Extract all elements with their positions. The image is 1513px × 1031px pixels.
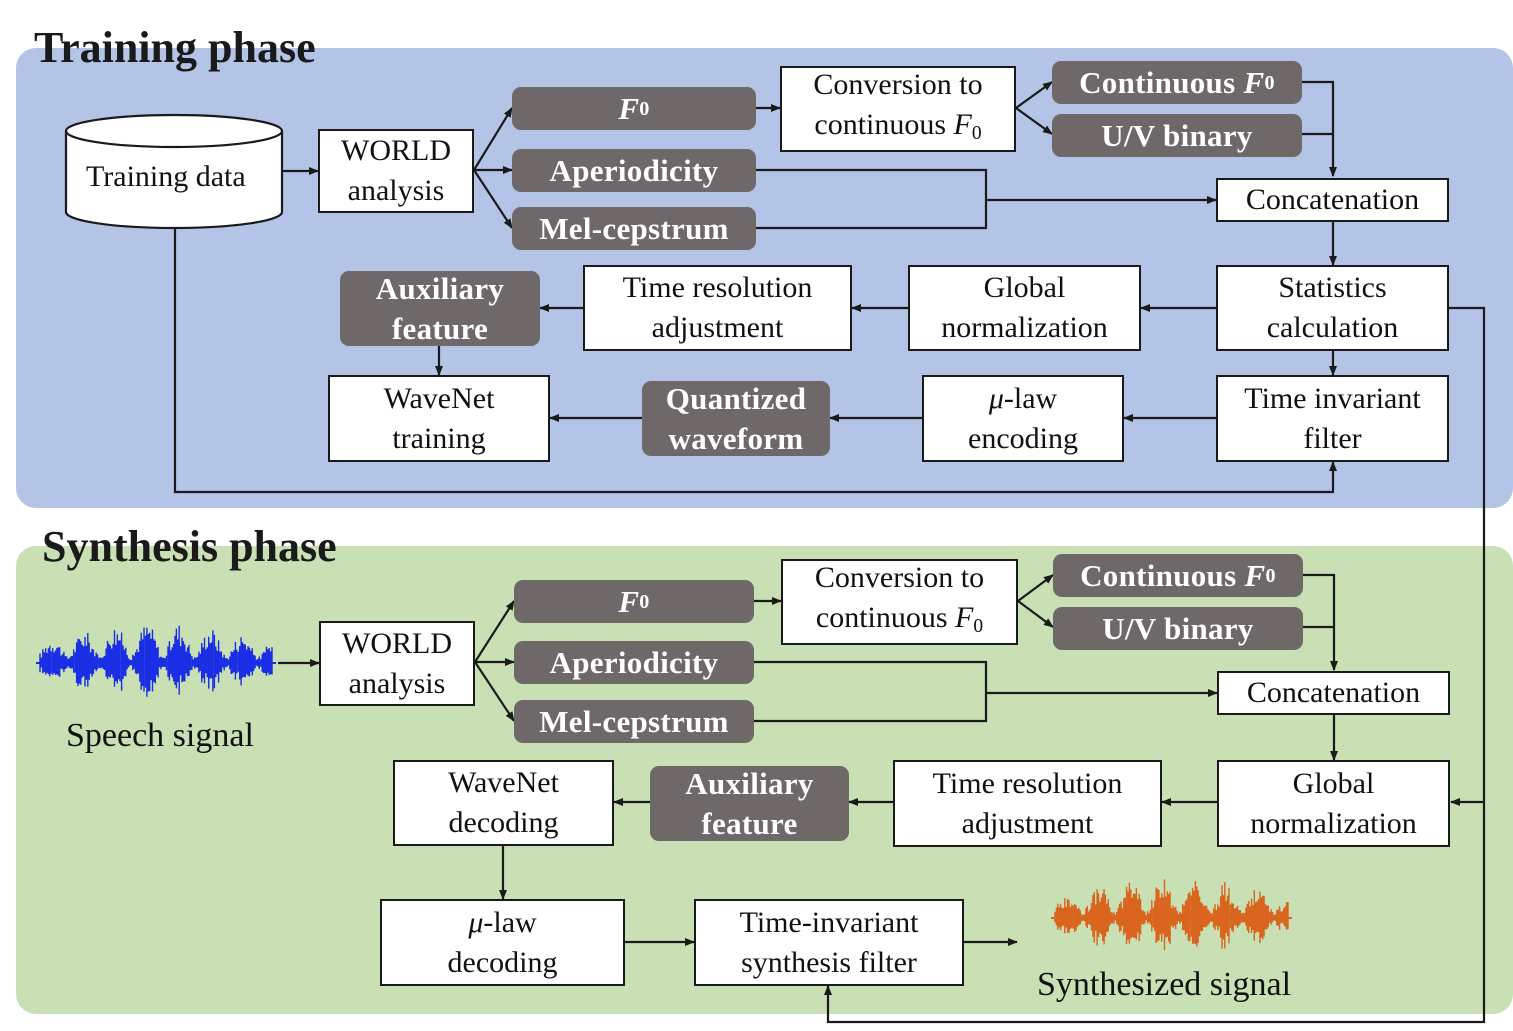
mel-cepstrum-label: Mel-cepstrum <box>539 703 729 739</box>
global-normalization-box-synthesis: Global normalization <box>1217 760 1450 847</box>
f0-subscript: 0 <box>639 590 650 613</box>
training-data-label: Training data <box>86 160 246 193</box>
mel-cepstrum-box-synthesis: Mel-cepstrum <box>514 700 754 743</box>
f0-subscript: 0 <box>639 97 650 120</box>
continuous-f0-label: Continuous <box>1079 64 1244 100</box>
synthesized-waveform-icon <box>1051 879 1292 951</box>
continuous-f0-label: Continuous <box>1080 557 1245 593</box>
world-analysis-box-synthesis: WORLD analysis <box>319 621 475 706</box>
conversion-line2: continuous <box>814 107 954 141</box>
time-resolution-label: Time resolution adjustment <box>932 766 1123 840</box>
speech-waveform-icon <box>36 625 276 697</box>
mulaw-decoding-label: decoding <box>447 945 558 979</box>
statistics-label: Statistics calculation <box>1266 271 1399 344</box>
conversion-var: F <box>953 107 972 141</box>
aperiodicity-label: Aperiodicity <box>549 644 719 680</box>
time-resolution-box-synthesis: Time resolution adjustment <box>893 760 1162 847</box>
time-resolution-box: Time resolution adjustment <box>583 265 852 351</box>
quantized-waveform-box: Quantized waveform <box>642 381 830 456</box>
conversion-line2: continuous <box>815 600 956 634</box>
synthesized-signal-label: Synthesized signal <box>1037 966 1292 1003</box>
time-invariant-filter-label: Time invariant filter <box>1244 381 1421 455</box>
speech-signal-label: Speech signal <box>66 717 254 754</box>
conversion-sub: 0 <box>973 615 984 637</box>
waveform-trace <box>39 625 273 697</box>
conversion-box: Conversion to continuous F0 <box>780 66 1016 152</box>
auxiliary-feature-box-synthesis: Auxiliary feature <box>650 766 849 841</box>
time-resolution-label: Time resolution adjustment <box>622 271 813 344</box>
synthesis-filter-label: Time-invariant synthesis filter <box>739 905 919 979</box>
uv-binary-box: U/V binary <box>1052 114 1302 157</box>
auxiliary-feature-label: Auxiliary feature <box>375 270 505 346</box>
concatenation-label: Concatenation <box>1246 676 1421 709</box>
aperiodicity-box: Aperiodicity <box>512 149 756 192</box>
global-normalization-box: Global normalization <box>908 265 1141 351</box>
continuous-f0-sub: 0 <box>1264 71 1275 94</box>
conversion-box-synthesis: Conversion to continuous F0 <box>781 559 1018 645</box>
quantized-waveform-label: Quantized waveform <box>665 380 807 456</box>
wavenet-decoding-box: WaveNet decoding <box>393 760 614 846</box>
continuous-f0-var: F <box>1243 64 1265 100</box>
mel-cepstrum-box: Mel-cepstrum <box>512 207 756 250</box>
conversion-line1: Conversion to <box>813 67 983 101</box>
uv-binary-label: U/V binary <box>1101 117 1253 153</box>
world-analysis-label: WORLD analysis <box>342 626 452 700</box>
global-normalization-label: Global normalization <box>1250 766 1417 840</box>
mulaw-encoding-label: encoding <box>968 421 1078 455</box>
continuous-f0-var: F <box>1244 557 1266 593</box>
conversion-line1: Conversion to <box>814 560 985 594</box>
concatenation-box: Concatenation <box>1216 178 1449 222</box>
waveform-trace <box>1054 879 1289 951</box>
uv-binary-label: U/V binary <box>1102 610 1254 646</box>
concatenation-box-synthesis: Concatenation <box>1217 671 1450 715</box>
conversion-sub: 0 <box>971 122 982 144</box>
mulaw-rest: -law <box>483 905 537 939</box>
world-analysis-label: WORLD analysis <box>341 134 451 207</box>
wavenet-training-box: WaveNet training <box>328 375 550 462</box>
wavenet-training-label: WaveNet training <box>383 381 495 455</box>
auxiliary-feature-box: Auxiliary feature <box>340 271 540 346</box>
mel-cepstrum-label: Mel-cepstrum <box>539 210 729 246</box>
mu-symbol: μ <box>468 905 484 939</box>
concatenation-label: Concatenation <box>1245 183 1420 216</box>
mulaw-rest: -law <box>1003 381 1058 415</box>
mulaw-decoding-box: μ-law decoding <box>380 899 625 986</box>
f0-label: F <box>618 583 640 619</box>
f0-label: F <box>618 90 640 126</box>
wavenet-decoding-label: WaveNet decoding <box>448 766 559 839</box>
synthesis-filter-box: Time-invariant synthesis filter <box>694 899 964 986</box>
continuous-f0-sub: 0 <box>1265 564 1276 587</box>
training-phase-title: Training phase <box>34 23 316 72</box>
conversion-var: F <box>955 600 974 634</box>
uv-binary-box-synthesis: U/V binary <box>1053 607 1303 650</box>
aperiodicity-box-synthesis: Aperiodicity <box>514 641 754 684</box>
mulaw-encoding-box: μ-law encoding <box>922 375 1124 462</box>
time-invariant-filter-box: Time invariant filter <box>1216 375 1449 462</box>
aperiodicity-label: Aperiodicity <box>549 152 719 188</box>
synthesis-phase-title: Synthesis phase <box>42 522 337 571</box>
mu-symbol: μ <box>988 381 1004 415</box>
statistics-calculation-box: Statistics calculation <box>1216 265 1449 351</box>
database-icon <box>64 113 284 230</box>
auxiliary-feature-label: Auxiliary feature <box>685 765 814 841</box>
world-analysis-box: WORLD analysis <box>318 129 474 213</box>
global-normalization-label: Global normalization <box>941 271 1108 344</box>
